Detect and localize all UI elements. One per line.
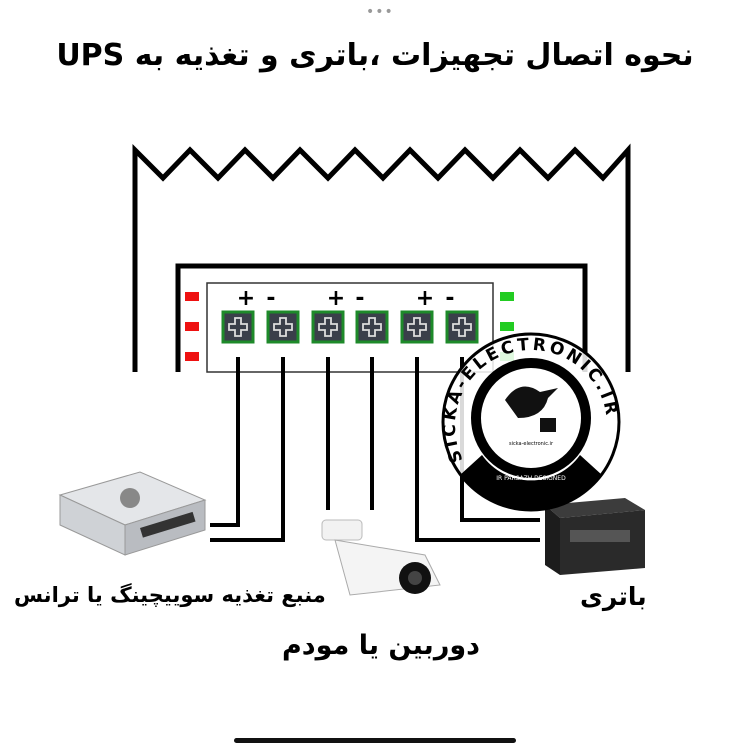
watermark-site: sicka-electronic.ir [509,441,554,447]
battery-label: باتری [580,582,647,611]
inner-frame [175,263,588,372]
home-indicator [234,738,516,743]
page-title: نحوه اتصال تجهیزات ،باتری و تغذیه به UPS [56,38,694,73]
minus-sign: - [266,286,275,311]
screw-terminal [311,310,345,344]
screw-terminal [266,310,300,344]
power-supply-label: منبع تغذیه سوییچینگ یا ترانس [14,583,326,607]
plus-sign: + [237,286,255,311]
camera-image [321,519,441,596]
plus-sign: + [327,286,345,311]
top-indicator: ••• [366,4,394,20]
outer-frame [132,143,631,372]
screw-terminal [355,310,389,344]
battery-image [545,498,645,575]
red-leds [185,292,199,361]
screw-terminal [221,310,255,344]
minus-sign: - [445,286,454,311]
screw-terminal [445,310,479,344]
watermark-logo: SICKA-ELECTRONIC.IR IR PARSAZH DESIGNED … [440,332,621,512]
minus-sign: - [355,286,364,311]
wire-battery-plus [415,357,540,542]
wire-psu-minus [210,357,285,542]
power-supply-image [58,471,207,556]
wire-psu-plus [210,357,240,527]
camera-label: دوربین یا مودم [282,630,481,661]
screw-terminal [400,310,434,344]
terminal-block [206,282,494,373]
plus-sign: + [416,286,434,311]
watermark-band-text: IR PARSAZH DESIGNED [496,475,566,482]
